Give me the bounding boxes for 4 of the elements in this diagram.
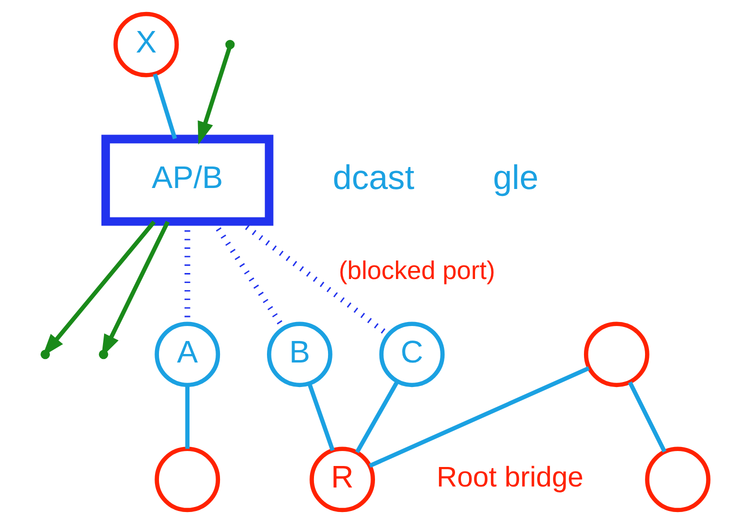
label: gle xyxy=(492,159,538,198)
node-label: Root bridge xyxy=(436,462,584,494)
label: dcast xyxy=(332,159,414,198)
edge-label: (blocked port) xyxy=(338,256,496,285)
